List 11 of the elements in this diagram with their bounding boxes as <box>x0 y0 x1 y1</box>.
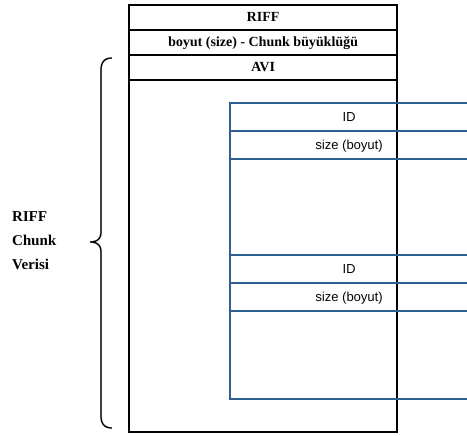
field-label: size (boyut) <box>231 284 467 312</box>
chunk-box <box>128 4 398 433</box>
brace-label: RIFF Chunk Verisi <box>12 208 58 275</box>
sub-chunk-box <box>229 254 467 400</box>
field-label: RIFF <box>130 6 396 31</box>
field-label: ID <box>231 256 467 284</box>
field-label: ID <box>231 104 467 132</box>
sub-chunk-box <box>229 102 467 256</box>
field-label: boyut (size) - Chunk büyüklüğü <box>130 31 396 56</box>
field-label: size (boyut) <box>231 132 467 160</box>
field-label: AVI <box>130 56 396 81</box>
